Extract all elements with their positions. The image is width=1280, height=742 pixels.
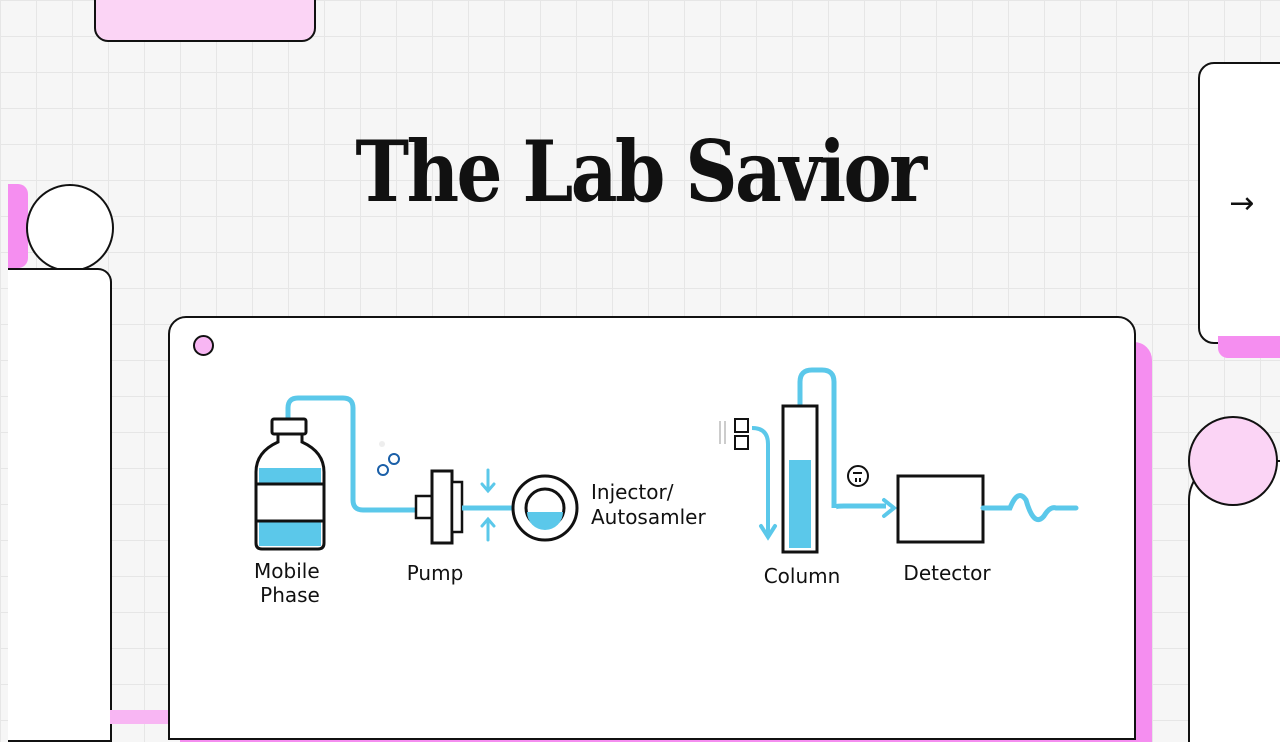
valve-icon xyxy=(719,418,749,450)
tube-bottle-to-pump xyxy=(285,395,419,513)
pressure-arrows-icon xyxy=(480,468,496,542)
decorative-top-card xyxy=(94,0,316,42)
bubbles-icon xyxy=(377,441,400,476)
next-arrow-icon[interactable]: → xyxy=(1229,186,1255,221)
decorative-right-circle xyxy=(1188,416,1278,506)
next-slide-card[interactable] xyxy=(1198,62,1280,344)
tube-into-column xyxy=(751,426,770,534)
flow-indicator-icon xyxy=(847,465,869,487)
mobile-phase-label: Mobile Phase xyxy=(254,559,326,607)
detector-icon xyxy=(896,474,985,544)
decorative-right-pink-tab xyxy=(1218,336,1280,358)
signal-wave-icon xyxy=(980,493,1079,522)
decorative-left-circle xyxy=(26,184,114,272)
panel-indicator-dot xyxy=(193,335,214,356)
page-title: The Lab Savior xyxy=(355,122,927,221)
detector-label: Detector xyxy=(903,561,991,585)
pump-icon xyxy=(414,469,464,545)
column-label: Column xyxy=(764,564,841,588)
mobile-phase-bottle-icon xyxy=(254,417,326,551)
hplc-flow-diagram: Mobile Phase Pump Injector/ Autosamler C… xyxy=(254,367,1079,607)
pump-label: Pump xyxy=(407,561,464,585)
injector-label: Injector/ Autosamler xyxy=(591,480,706,529)
decorative-left-pink-tab xyxy=(8,184,28,268)
injector-icon xyxy=(511,474,579,542)
column-icon xyxy=(781,367,886,554)
